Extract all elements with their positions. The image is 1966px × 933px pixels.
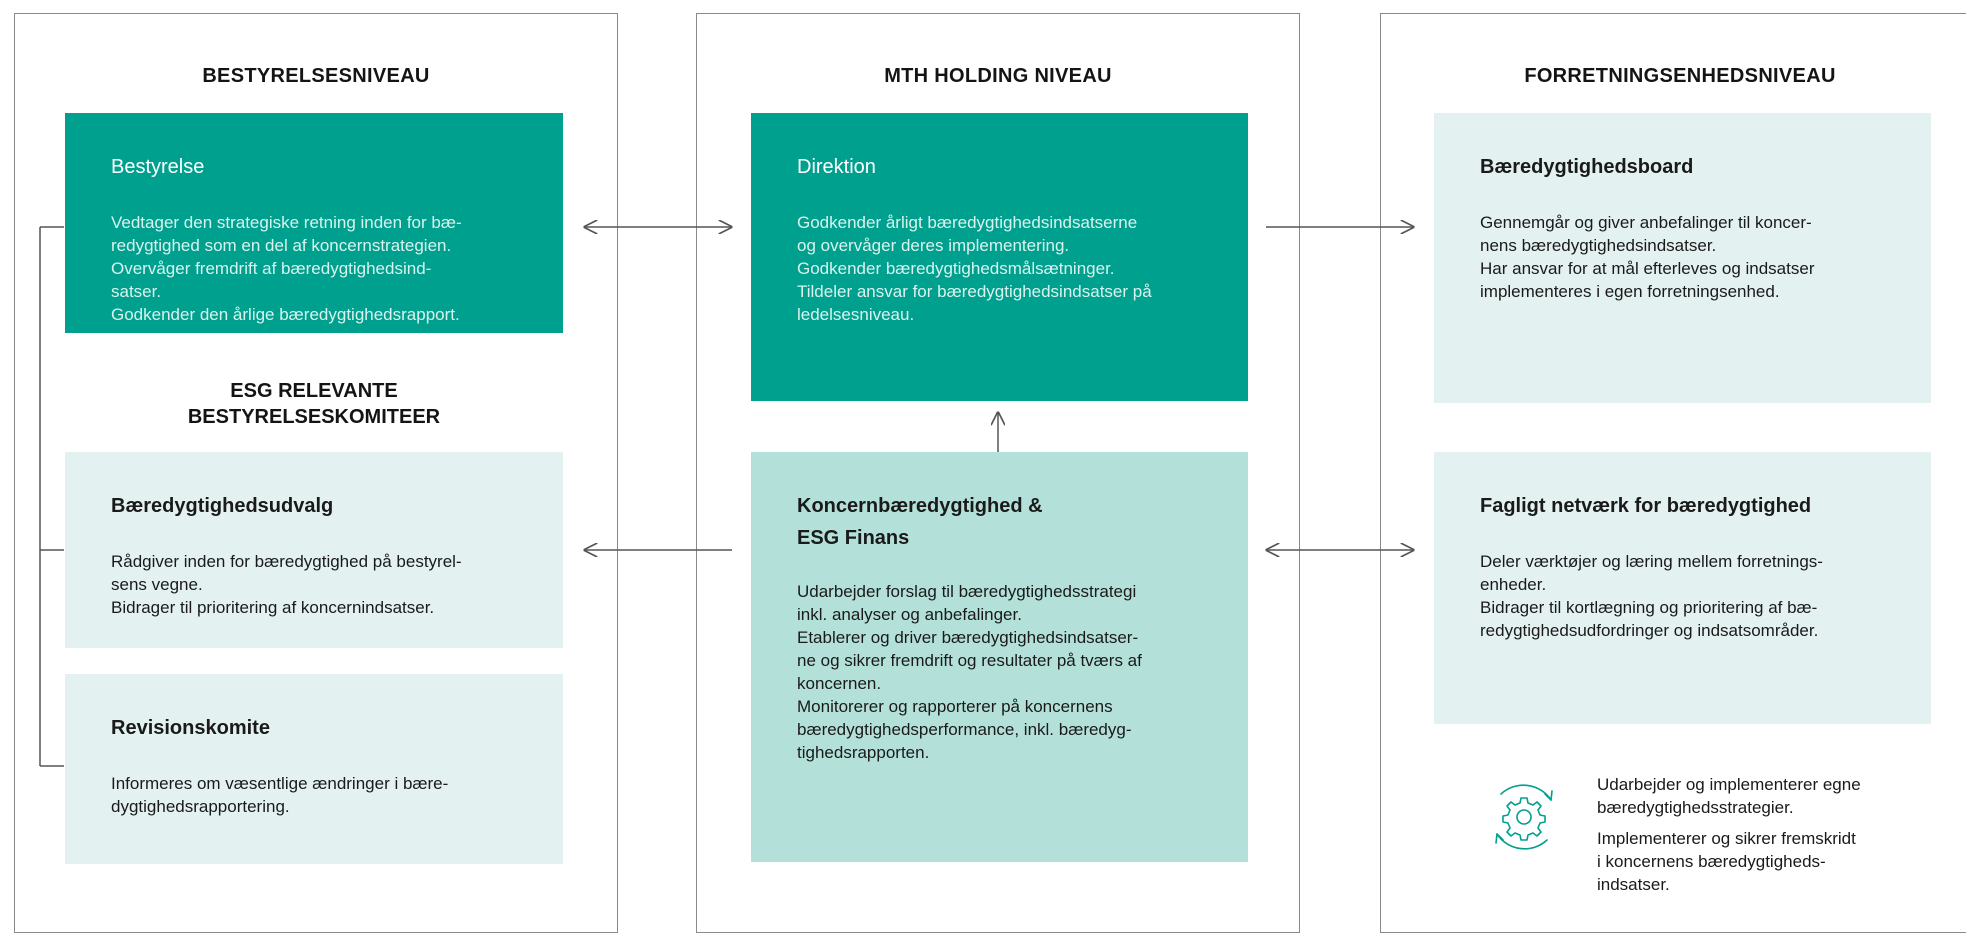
note-paragraph: Udarbejder og implementerer egne bæredyg… — [1597, 773, 1937, 819]
box-body: Udarbejder forslag til bæredygtighedsstr… — [797, 580, 1200, 764]
management-box: Direktion Godkender årligt bæredygtighed… — [751, 113, 1248, 401]
audit-committee-box: Revisionskomite Informeres om væsentlige… — [65, 674, 563, 864]
box-body: Godkender årligt bæredygtighedsindsatser… — [797, 211, 1200, 326]
box-body: Deler værktøjer og læring mellem forretn… — [1480, 550, 1883, 642]
box-line: Godkender bæredygtighedsmålsætninger. — [797, 259, 1115, 278]
box-line: koncernen. — [797, 674, 882, 693]
box-line: dygtighedsrapportering. — [111, 797, 290, 816]
column-title: MTH HOLDING NIVEAU — [884, 65, 1112, 87]
box-line: og overvåger deres implementering. — [797, 236, 1070, 255]
box-line: Udarbejder forslag til bæredygtighedsstr… — [797, 582, 1137, 601]
box-body: Gennemgår og giver anbefalinger til konc… — [1480, 211, 1883, 303]
box-line: implementeres i egen forretningsenhed. — [1480, 282, 1780, 301]
box-line: Overvåger fremdrift af bæredygtighedsind… — [111, 259, 432, 278]
box-line: Bidrager til kortlægning og prioritering… — [1480, 598, 1818, 617]
board-box: Bestyrelse Vedtager den strategiske retn… — [65, 113, 563, 333]
box-title: Revisionskomite — [111, 717, 270, 739]
box-line: Bidrager til prioritering af koncerninds… — [111, 598, 435, 617]
box-body: Informeres om væsentlige ændringer i bær… — [111, 772, 515, 818]
box-line: Vedtager den strategiske retning inden f… — [111, 213, 462, 232]
box-line: sens vegne. — [111, 575, 203, 594]
box-line: inkl. analyser og anbefalinger. — [797, 605, 1022, 624]
box-line: Deler værktøjer og læring mellem forretn… — [1480, 552, 1823, 571]
box-title: Direktion — [797, 156, 876, 178]
sustainability-committee-box: Bæredygtighedsudvalg Rådgiver inden for … — [65, 452, 563, 648]
network-box: Fagligt netværk for bæredygtighed Deler … — [1434, 452, 1931, 724]
title-line: Koncernbæredygtighed & — [797, 495, 1043, 517]
box-line: Har ansvar for at mål efterleves og inds… — [1480, 259, 1815, 278]
box-line: Rådgiver inden for bæredygtighed på best… — [111, 552, 462, 571]
column-title: BESTYRELSESNIVEAU — [202, 65, 430, 87]
box-title: Bæredygtighedsboard — [1480, 156, 1694, 178]
business-unit-note: Udarbejder og implementerer egne bæredyg… — [1597, 773, 1937, 904]
note-line: Udarbejder og implementerer egne — [1597, 775, 1861, 794]
note-line: i koncernens bæredygtigheds- — [1597, 852, 1826, 871]
box-title: Fagligt netværk for bæredygtighed — [1480, 495, 1812, 517]
box-line: nens bæredygtighedsindsatser. — [1480, 236, 1717, 255]
sustainability-board-box: Bæredygtighedsboard Gennemgår og giver a… — [1434, 113, 1931, 403]
gear-cycle-icon — [1495, 784, 1553, 850]
group-sustainability-box: Koncernbæredygtighed & ESG Finans Udarbe… — [751, 452, 1248, 862]
note-line: Implementerer og sikrer fremskridt — [1597, 829, 1856, 848]
box-line: ledelsesniveau. — [797, 305, 915, 324]
box-title: Bestyrelse — [111, 156, 205, 178]
note-line: bæredygtighedsstrategier. — [1597, 798, 1794, 817]
box-line: Informeres om væsentlige ændringer i bær… — [111, 774, 449, 793]
title-line: ESG Finans — [797, 527, 910, 549]
note-line: indsatser. — [1597, 875, 1670, 894]
column-title: FORRETNINGSENHEDSNIVEAU — [1524, 65, 1836, 87]
box-title: Koncernbæredygtighed & ESG Finans — [797, 490, 1200, 554]
box-line: ne og sikrer fremdrift og resultater på … — [797, 651, 1142, 670]
box-line: redygtighed som en del af koncernstrateg… — [111, 236, 452, 255]
box-line: Godkender årligt bæredygtighedsindsatser… — [797, 213, 1138, 232]
box-line: Godkender den årlige bæredygtighedsrappo… — [111, 305, 460, 324]
box-line: Monitorerer og rapporterer på koncernens — [797, 697, 1113, 716]
box-body: Rådgiver inden for bæredygtighed på best… — [111, 550, 515, 619]
box-body: Vedtager den strategiske retning inden f… — [111, 211, 515, 326]
box-line: Etablerer og driver bæredygtighedsindsat… — [797, 628, 1139, 647]
heading-line: ESG RELEVANTE — [230, 380, 398, 402]
heading-line: BESTYRELSESKOMITEER — [187, 406, 441, 428]
note-paragraph: Implementerer og sikrer fremskridt i kon… — [1597, 827, 1937, 896]
committees-heading: ESG RELEVANTE BESTYRELSESKOMITEER — [65, 378, 563, 430]
box-line: redygtighedsudfordringer og indsatsområd… — [1480, 621, 1819, 640]
box-line: bæredygtighedsperformance, inkl. bæredyg… — [797, 720, 1132, 739]
box-title: Bæredygtighedsudvalg — [111, 495, 334, 517]
box-line: Gennemgår og giver anbefalinger til konc… — [1480, 213, 1812, 232]
box-line: satser. — [111, 282, 162, 301]
box-line: tighedsrapporten. — [797, 743, 930, 762]
box-line: enheder. — [1480, 575, 1547, 594]
box-line: Tildeler ansvar for bæredygtighedsindsat… — [797, 282, 1152, 301]
